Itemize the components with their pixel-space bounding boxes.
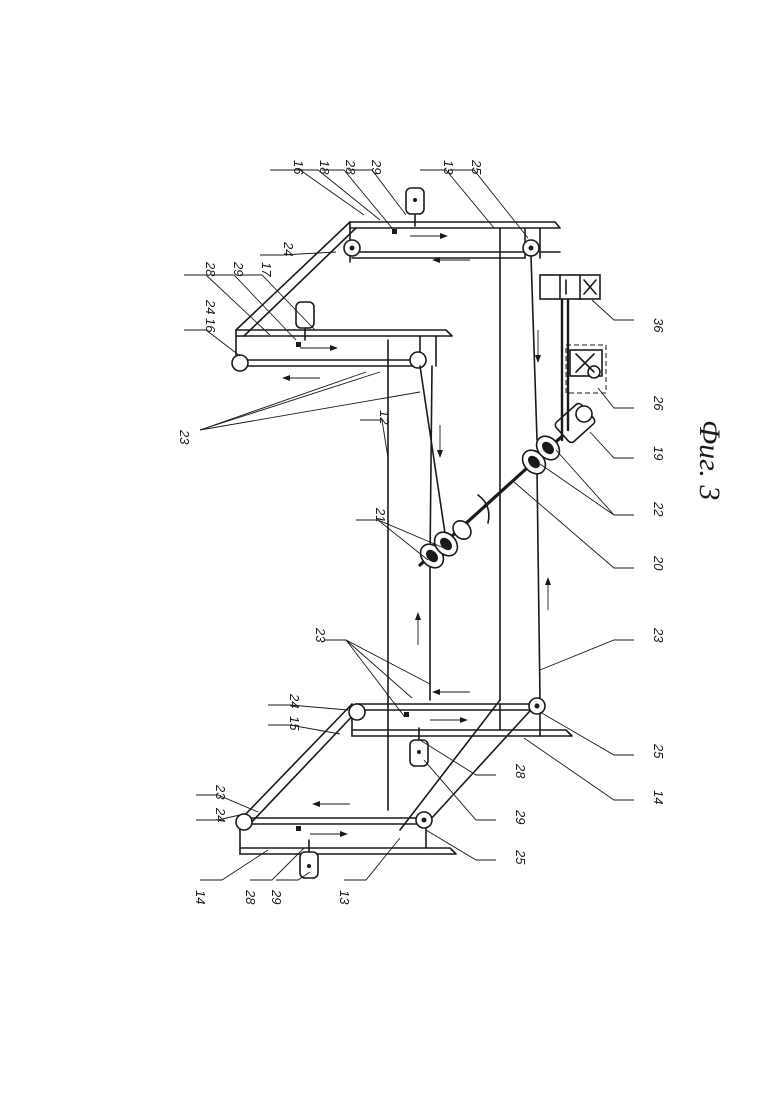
label-23-right: 23 (651, 627, 666, 643)
label-28-bottom: 28 (243, 889, 258, 905)
label-14-lower: 14 (651, 790, 666, 804)
label-28-top: 28 (343, 159, 358, 175)
pulley-upper-left-2 (410, 352, 426, 368)
callout-labels: 16 18 28 29 13 25 28 29 17 24 16 24 23 1… (177, 159, 726, 905)
label-24-lowerleft: 24 (213, 807, 228, 822)
label-14-bottom: 14 (193, 890, 208, 904)
frame-14-rail-right (352, 730, 572, 736)
label-16-top: 16 (291, 160, 306, 175)
label-13-bottom: 13 (337, 890, 352, 905)
pulley-24-lower-left (236, 814, 252, 830)
frame-16-rail-right (350, 222, 560, 228)
label-24-lower: 24 (287, 693, 302, 708)
label-24-left: 24 (203, 299, 218, 314)
label-28-lower: 28 (513, 763, 528, 779)
weight-29-upper-left (296, 302, 314, 340)
label-29-lower: 29 (513, 809, 528, 824)
label-29-bottom: 29 (269, 889, 284, 904)
pulley-24-lower-right (349, 704, 365, 720)
label-19: 19 (651, 446, 666, 460)
label-28-upper: 28 (203, 261, 218, 277)
label-25-top: 25 (469, 159, 484, 175)
label-24-upper: 24 (281, 241, 296, 256)
figure-caption: Фиг. 3 (693, 420, 726, 500)
label-25-lowerleft: 25 (513, 849, 528, 865)
label-20: 20 (651, 555, 666, 571)
label-22: 22 (651, 501, 666, 517)
label-23-upper: 23 (177, 429, 192, 445)
label-12: 12 (377, 410, 392, 425)
label-36: 36 (651, 318, 666, 333)
valve-36 (540, 275, 600, 299)
label-16-left: 16 (203, 318, 218, 333)
label-23-lowerleft: 23 (213, 784, 228, 800)
drive-shaft-assembly (416, 402, 596, 572)
arm-17 (236, 222, 350, 330)
label-26: 26 (651, 395, 666, 411)
label-29-upper: 29 (231, 261, 246, 276)
label-25-lower: 25 (651, 743, 666, 759)
label-23-lower: 23 (313, 627, 328, 643)
motion-arrows-lower (310, 689, 470, 837)
label-18: 18 (317, 160, 332, 175)
label-17: 17 (259, 262, 274, 277)
label-13-top: 13 (441, 160, 456, 175)
label-29-top: 29 (369, 159, 384, 174)
weight-29-upper-right (406, 188, 424, 226)
label-15: 15 (287, 716, 302, 731)
label-21: 21 (373, 507, 388, 522)
weight-29-lower-right (410, 728, 428, 766)
frame-14-rail-left (240, 848, 456, 854)
pulley-24-upper-left (232, 355, 248, 371)
